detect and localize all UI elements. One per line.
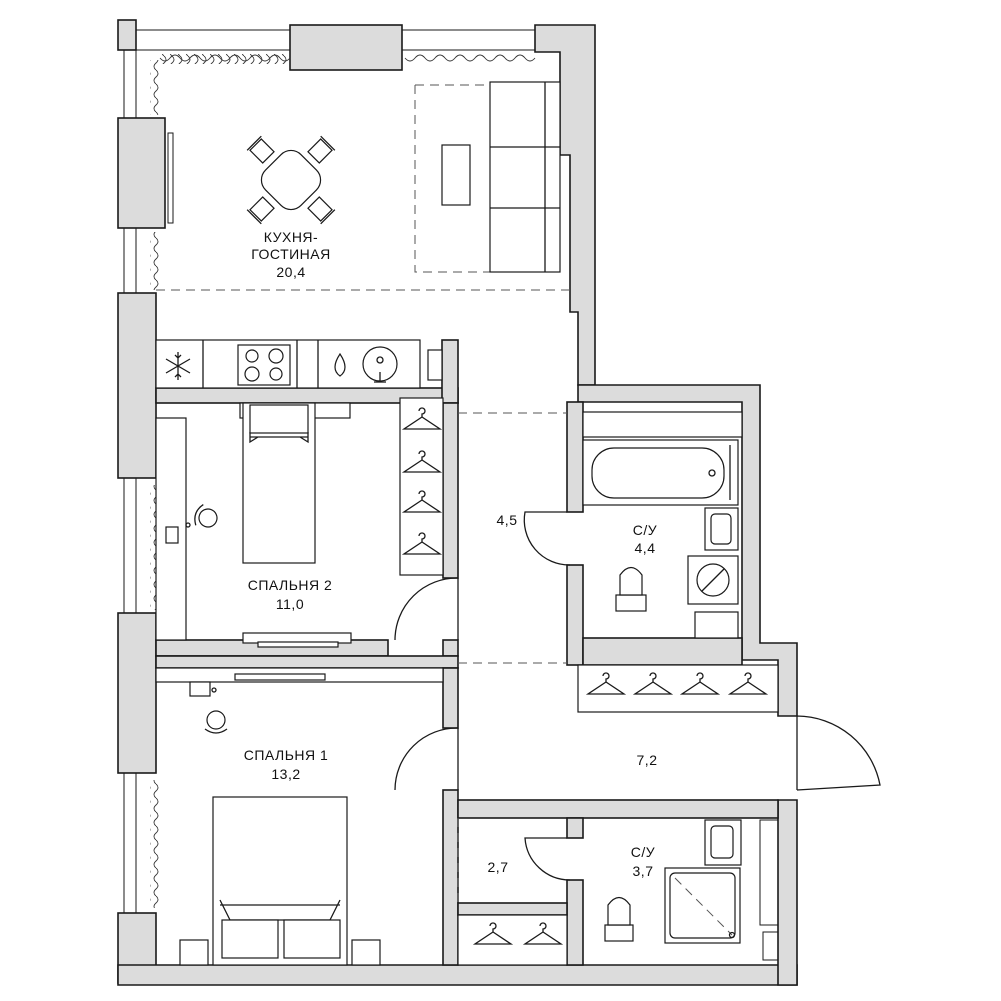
chair-icon <box>191 502 221 533</box>
coffee-table <box>441 144 471 206</box>
cooktop-icon <box>237 344 291 386</box>
bed-icon <box>239 402 351 564</box>
kitchen-living-name-2: ГОСТИНАЯ <box>251 246 331 262</box>
snowflake-icon <box>165 352 191 380</box>
washing-machine-icon <box>687 555 739 605</box>
desk-bedroom2 <box>155 417 221 641</box>
doors <box>394 511 881 881</box>
wardrobe-bedroom2 <box>399 397 444 576</box>
left-window-pier <box>117 117 166 229</box>
toilet-icon <box>604 896 634 942</box>
walls <box>117 19 798 986</box>
dining-table-icon <box>246 135 336 225</box>
sink-icon <box>704 819 742 866</box>
corridor-upper-area: 4,5 <box>497 512 518 528</box>
closet-corridor-area: 2,7 <box>488 859 509 875</box>
wardrobe-corridor <box>457 914 568 966</box>
sink-icon <box>362 346 398 383</box>
bedroom1-name: СПАЛЬНЯ 1 <box>244 747 329 763</box>
wardrobe-hall <box>577 664 779 713</box>
right-upper-wall <box>534 24 596 386</box>
bathroom-lower-name: С/У <box>631 844 655 860</box>
chair-icon <box>204 710 228 734</box>
sofa-icon <box>441 81 561 273</box>
top-window-pier <box>289 24 403 71</box>
bedroom2-name: СПАЛЬНЯ 2 <box>248 577 333 593</box>
drop-icon <box>334 352 346 377</box>
bedroom1-area: 13,2 <box>271 766 300 782</box>
shelf <box>582 411 743 438</box>
room-labels: КУХНЯ- ГОСТИНАЯ 20,4 СПАЛЬНЯ 2 11,0 СПАЛ… <box>244 229 658 879</box>
toilet-icon <box>615 566 647 612</box>
kitchen-counter <box>155 339 443 389</box>
bathtub-icon <box>582 439 739 506</box>
bedroom2-area: 11,0 <box>276 596 304 612</box>
kitchen-living-name-1: КУХНЯ- <box>264 229 318 245</box>
windows <box>123 29 536 914</box>
desk-bedroom1 <box>155 667 444 734</box>
tv-bedroom2 <box>242 632 352 648</box>
bathroom-lower-area: 3,7 <box>633 863 654 879</box>
hall-area: 7,2 <box>637 752 658 768</box>
kitchen-living-area: 20,4 <box>276 264 305 280</box>
sink-icon <box>704 507 739 551</box>
bed-icon <box>179 796 381 966</box>
bathroom-upper-area: 4,4 <box>635 540 656 556</box>
bathroom-upper-name: С/У <box>633 522 657 538</box>
shower-icon <box>664 867 741 944</box>
